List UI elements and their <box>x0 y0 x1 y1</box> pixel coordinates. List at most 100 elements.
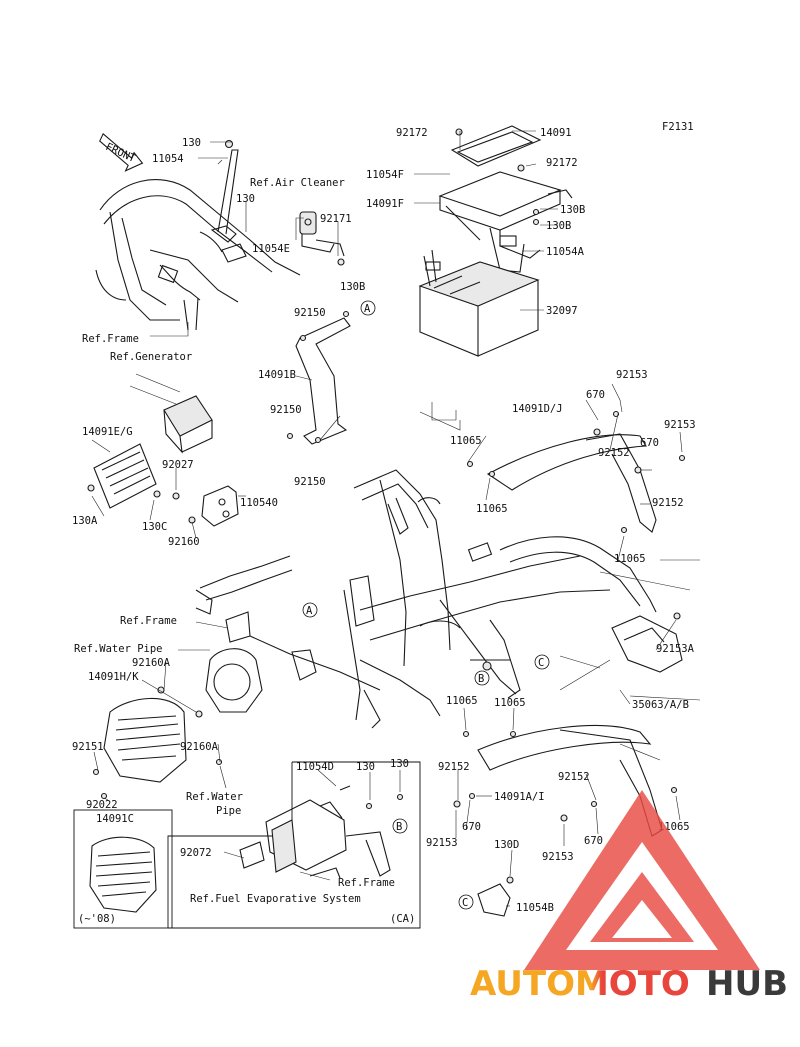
part-label: 92153 <box>426 837 458 849</box>
part-label: 130 <box>236 193 255 205</box>
bracket-11054B <box>477 876 514 917</box>
side-bracket-14091B <box>286 310 351 445</box>
part-label: 130 <box>182 137 201 149</box>
callout-circle-a2: A <box>302 602 318 618</box>
inset-box-08 <box>73 809 173 929</box>
part-label: 92072 <box>180 847 212 859</box>
part-label: 92160A <box>180 741 219 753</box>
part-label: Ref.Fuel Evaporative System <box>190 893 361 905</box>
part-label: 32097 <box>546 305 578 317</box>
part-label: 130B <box>546 220 571 232</box>
part-label: 92160A <box>132 657 171 669</box>
part-label: Pipe <box>216 805 241 817</box>
part-label: (CA) <box>390 913 415 925</box>
part-label: 14091H/K <box>88 671 139 683</box>
part-label: 11065 <box>614 553 646 565</box>
part-label: Ref.Water Pipe <box>74 643 163 655</box>
part-label: 14091A/I <box>494 791 545 803</box>
part-label: 92153 <box>616 369 648 381</box>
part-label: 14091F <box>366 198 404 210</box>
callout-circle-b2: B <box>392 818 408 834</box>
part-label: 92022 <box>86 799 118 811</box>
part-label: 11065 <box>446 695 478 707</box>
part-label: 92150 <box>294 476 326 488</box>
part-label: 14091E/G <box>82 426 133 438</box>
bracket-35063 <box>611 612 683 673</box>
svg-text:C: C <box>462 897 468 909</box>
part-label: 92153A <box>656 643 695 655</box>
air-cleaner-bracket <box>299 211 345 266</box>
main-frame-drawing <box>195 469 657 729</box>
part-label: 11065 <box>494 697 526 709</box>
inset-cover-14091C <box>89 836 157 913</box>
part-label: Ref.Frame <box>120 615 177 627</box>
part-label: Ref.Generator <box>110 351 192 363</box>
front-arrow-icon: FRONT <box>99 132 144 172</box>
part-label: 130A <box>72 515 98 527</box>
callout-circle-c1: C <box>534 654 550 670</box>
part-label: 11054D <box>296 761 334 773</box>
part-label: 11054 <box>152 153 184 165</box>
svg-text:B: B <box>478 673 484 685</box>
part-label: 670 <box>584 835 603 847</box>
fender-strut-upper <box>466 410 686 534</box>
part-label: 14091B <box>258 369 296 381</box>
watermark-text-colored: AUTOMOTO <box>470 964 690 1004</box>
callout-circle-b1: B <box>474 670 490 686</box>
part-label: 130C <box>142 521 167 533</box>
part-label: 11054F <box>366 169 404 181</box>
svg-text:A: A <box>306 605 313 617</box>
svg-text:A: A <box>364 303 371 315</box>
part-label: 130 <box>356 761 375 773</box>
part-label: 11054E <box>252 243 290 255</box>
part-label: 92160 <box>168 536 200 548</box>
part-label: 92172 <box>546 157 578 169</box>
leader-lines <box>91 130 701 907</box>
part-label: 92152 <box>652 497 684 509</box>
part-label: 92152 <box>438 761 470 773</box>
canister-drawing <box>239 785 404 879</box>
part-label: 11065 <box>476 503 508 515</box>
figure-code: F2131 <box>662 121 694 133</box>
part-label: 130B <box>340 281 365 293</box>
part-label: 14091 <box>540 127 572 139</box>
regulator-drawing <box>87 395 239 527</box>
part-label: 670 <box>586 389 605 401</box>
part-label: 11065 <box>450 435 482 447</box>
part-label: 92150 <box>294 307 326 319</box>
part-label: Ref.Water <box>186 791 243 803</box>
part-label: Ref.Frame <box>82 333 139 345</box>
battery-case-drawing <box>418 125 573 357</box>
water-pipe-cover <box>92 648 263 800</box>
part-label: 14091D/J <box>512 403 563 415</box>
part-label: 92153 <box>542 851 574 863</box>
front-label: FRONT <box>104 141 138 166</box>
part-label: Ref.Air Cleaner <box>250 177 345 189</box>
part-label: 670 <box>462 821 481 833</box>
frame-front-drawing <box>95 139 301 331</box>
part-label: 130B <box>560 204 585 216</box>
part-label: 92152 <box>598 447 630 459</box>
watermark-text-dark: HUB <box>706 964 788 1004</box>
part-label: 92172 <box>396 127 428 139</box>
part-label: 11054A <box>546 246 585 258</box>
part-label: 92027 <box>162 459 194 471</box>
part-label: 92153 <box>664 419 696 431</box>
part-label: 110540 <box>240 497 278 509</box>
automotohub-logo: AUTOMOTO HUB <box>470 790 788 1004</box>
part-label: 35063/A/B <box>632 699 689 711</box>
part-label: 130D <box>494 839 519 851</box>
part-label: 92150 <box>270 404 302 416</box>
part-label: 92151 <box>72 741 104 753</box>
part-label: 92152 <box>558 771 590 783</box>
triangle-logo-icon <box>524 790 760 970</box>
part-label: 92171 <box>320 213 352 225</box>
svg-text:C: C <box>538 657 544 669</box>
part-label: Ref.Frame <box>338 877 395 889</box>
svg-text:B: B <box>396 821 402 833</box>
part-label: (~'08) <box>78 913 116 925</box>
part-label: 14091C <box>96 813 134 825</box>
part-label: 11054B <box>516 902 554 914</box>
part-label: 130 <box>390 758 409 770</box>
